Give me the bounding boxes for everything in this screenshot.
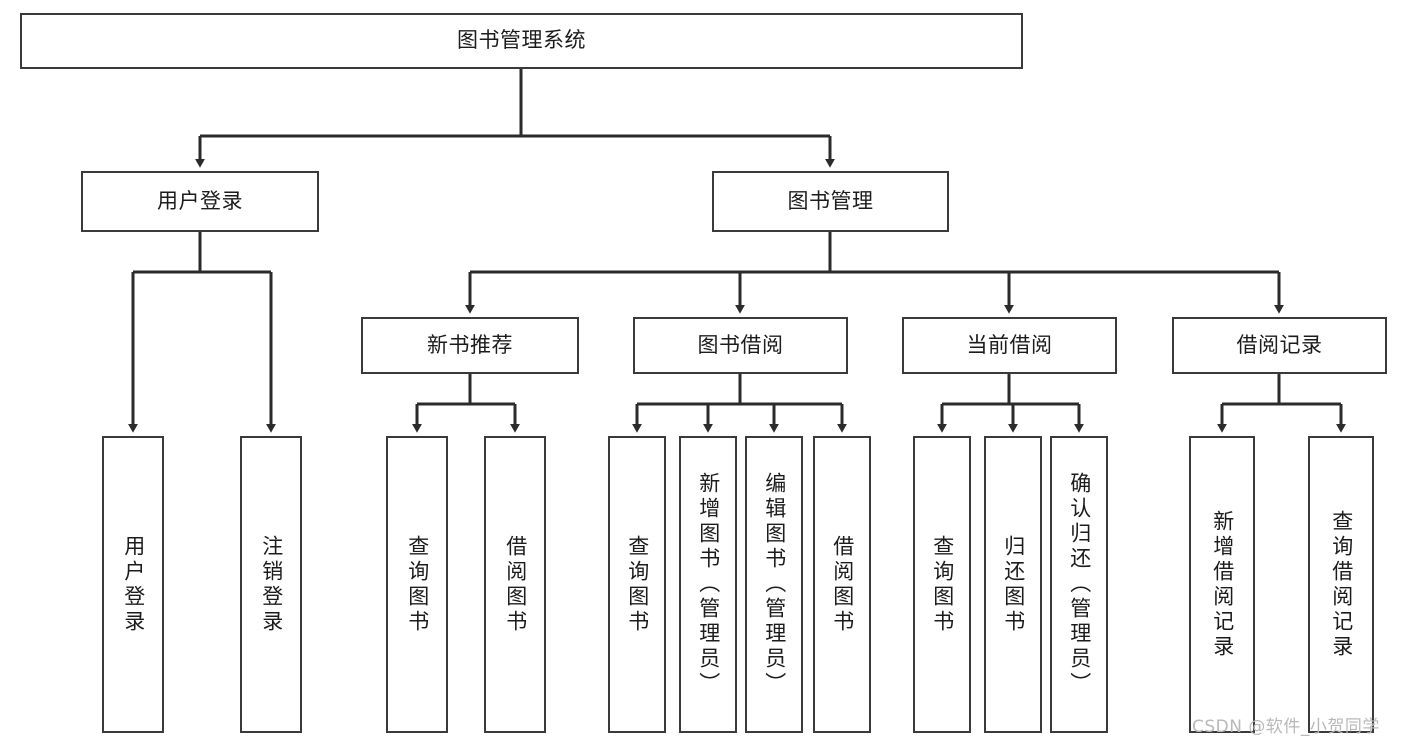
node-label: 图书借阅 bbox=[697, 332, 784, 357]
node-leaf-query-book-2[interactable]: 查询图书 bbox=[608, 436, 666, 733]
node-label: 确认归还（管理员） bbox=[1067, 472, 1092, 697]
node-label: 查询图书 bbox=[625, 534, 650, 635]
node-book-borrow[interactable]: 图书借阅 bbox=[633, 317, 848, 374]
node-leaf-query-borrow-record[interactable]: 查询借阅记录 bbox=[1308, 436, 1374, 733]
node-book-manage[interactable]: 图书管理 bbox=[712, 171, 949, 232]
node-label: 图书管理系统 bbox=[457, 28, 586, 53]
node-label: 借阅图书 bbox=[830, 534, 855, 635]
node-new-book-recommend[interactable]: 新书推荐 bbox=[361, 317, 579, 374]
node-leaf-add-book-admin[interactable]: 新增图书（管理员） bbox=[679, 436, 737, 733]
node-label: 查询图书 bbox=[930, 534, 955, 635]
node-label: 用户登录 bbox=[157, 188, 243, 213]
node-current-borrow[interactable]: 当前借阅 bbox=[902, 317, 1117, 374]
node-leaf-return-book[interactable]: 归还图书 bbox=[984, 436, 1042, 733]
node-label: 新增图书（管理员） bbox=[696, 472, 721, 697]
node-user-login[interactable]: 用户登录 bbox=[81, 171, 319, 232]
node-borrow-record[interactable]: 借阅记录 bbox=[1172, 317, 1387, 374]
node-label: 归还图书 bbox=[1001, 534, 1026, 635]
node-leaf-add-borrow-record[interactable]: 新增借阅记录 bbox=[1189, 436, 1255, 733]
node-leaf-query-book-1[interactable]: 查询图书 bbox=[386, 436, 448, 733]
node-leaf-borrow-book-1[interactable]: 借阅图书 bbox=[484, 436, 546, 733]
csdn-watermark: CSDN @软件_小贺同学 bbox=[1192, 717, 1380, 737]
node-label: 新书推荐 bbox=[427, 332, 513, 357]
node-leaf-query-book-3[interactable]: 查询图书 bbox=[913, 436, 971, 733]
node-leaf-edit-book-admin[interactable]: 编辑图书（管理员） bbox=[745, 436, 803, 733]
node-label: 新增借阅记录 bbox=[1210, 509, 1235, 660]
node-label: 用户登录 bbox=[121, 534, 146, 635]
node-leaf-confirm-return-admin[interactable]: 确认归还（管理员） bbox=[1050, 436, 1108, 733]
node-label: 图书管理 bbox=[787, 188, 874, 213]
node-leaf-user-login[interactable]: 用户登录 bbox=[102, 436, 164, 733]
node-leaf-borrow-book-2[interactable]: 借阅图书 bbox=[813, 436, 871, 733]
node-label: 注销登录 bbox=[259, 534, 284, 635]
node-label: 借阅图书 bbox=[503, 534, 528, 635]
node-label: 当前借阅 bbox=[966, 332, 1053, 357]
node-root[interactable]: 图书管理系统 bbox=[20, 13, 1023, 69]
node-label: 编辑图书（管理员） bbox=[762, 472, 787, 697]
node-label: 查询借阅记录 bbox=[1329, 509, 1354, 660]
node-leaf-user-logout[interactable]: 注销登录 bbox=[240, 436, 302, 733]
node-label: 借阅记录 bbox=[1236, 332, 1323, 357]
node-label: 查询图书 bbox=[405, 534, 430, 635]
